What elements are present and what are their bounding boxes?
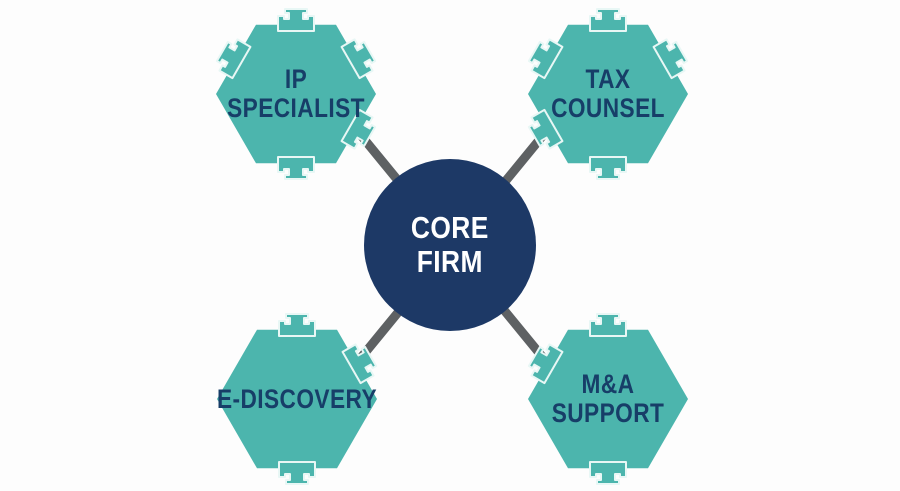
node-label-ip-specialist: IP SPECIALIST <box>227 64 365 123</box>
node-ip-specialist: IP SPECIALIST <box>186 0 406 194</box>
node-e-discovery: E-DISCOVERY <box>187 299 407 491</box>
node-ma-support: M&A SUPPORT <box>498 299 718 491</box>
node-tax-counsel: TAX COUNSEL <box>498 0 718 194</box>
node-core-firm: CORE FIRM <box>364 159 536 331</box>
node-label-core-firm: CORE FIRM <box>411 210 489 279</box>
node-label-e-discovery: E-DISCOVERY <box>216 383 378 414</box>
node-label-tax-counsel: TAX COUNSEL <box>551 64 665 123</box>
node-label-ma-support: M&A SUPPORT <box>551 369 665 428</box>
